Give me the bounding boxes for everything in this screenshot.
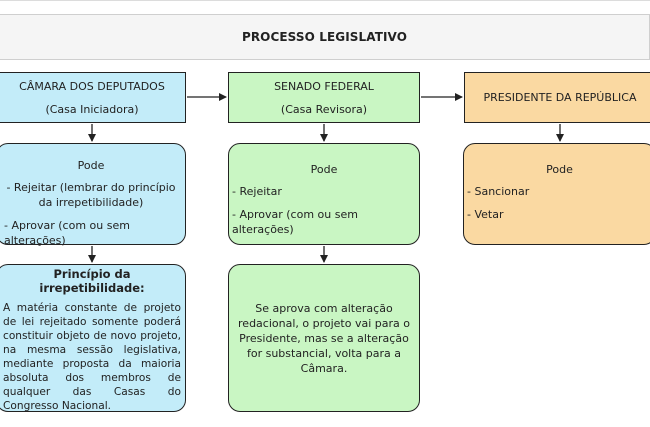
senado-note-node: Se aprova com alteração redacional, o pr… <box>228 264 420 412</box>
camara-item-rejeitar: - Rejeitar (lembrar do princípio da irre… <box>6 181 176 209</box>
presidente-pode-node: Pode - Sancionar - Vetar <box>463 143 650 245</box>
presidente-name: PRESIDENTE DA REPÚBLICA <box>483 91 637 104</box>
senado-pode-label: Pode <box>310 163 338 176</box>
senado-item-rejeitar: - Rejeitar <box>232 185 282 198</box>
camara-pode-label: Pode <box>77 159 105 172</box>
principio-title: Princípio da irrepetibilidade: <box>39 267 145 295</box>
senado-role: (Casa Revisora) <box>280 102 368 116</box>
camara-header-node: CÂMARA DOS DEPUTADOS (Casa Iniciadora) <box>0 72 186 123</box>
senado-name: SENADO FEDERAL <box>274 79 374 93</box>
page-title: PROCESSO LEGISLATIVO <box>0 14 650 60</box>
senado-item-aprovar: - Aprovar (com ou sem alterações) <box>232 208 358 236</box>
principio-text: A matéria constante de projeto de lei re… <box>3 302 181 412</box>
presidente-pode-label: Pode <box>546 163 573 176</box>
senado-pode-node: Pode - Rejeitar - Aprovar (com ou sem al… <box>228 143 420 245</box>
senado-note-text: Se aprova com alteração redacional, o pr… <box>238 301 410 375</box>
top-divider <box>0 0 650 12</box>
principio-node: Princípio da irrepetibilidade: A matéria… <box>0 264 186 412</box>
camara-name: CÂMARA DOS DEPUTADOS <box>19 79 165 93</box>
presidente-header-node: PRESIDENTE DA REPÚBLICA <box>464 72 650 123</box>
presidente-item-sancionar: - Sancionar <box>467 185 530 198</box>
camara-pode-node: Pode - Rejeitar (lembrar do princípio da… <box>0 143 186 247</box>
senado-header-node: SENADO FEDERAL (Casa Revisora) <box>228 72 420 123</box>
presidente-item-vetar: - Vetar <box>467 208 504 221</box>
camara-role: (Casa Iniciadora) <box>45 102 139 116</box>
camara-item-aprovar: - Aprovar (com ou sem alterações) <box>4 219 130 247</box>
